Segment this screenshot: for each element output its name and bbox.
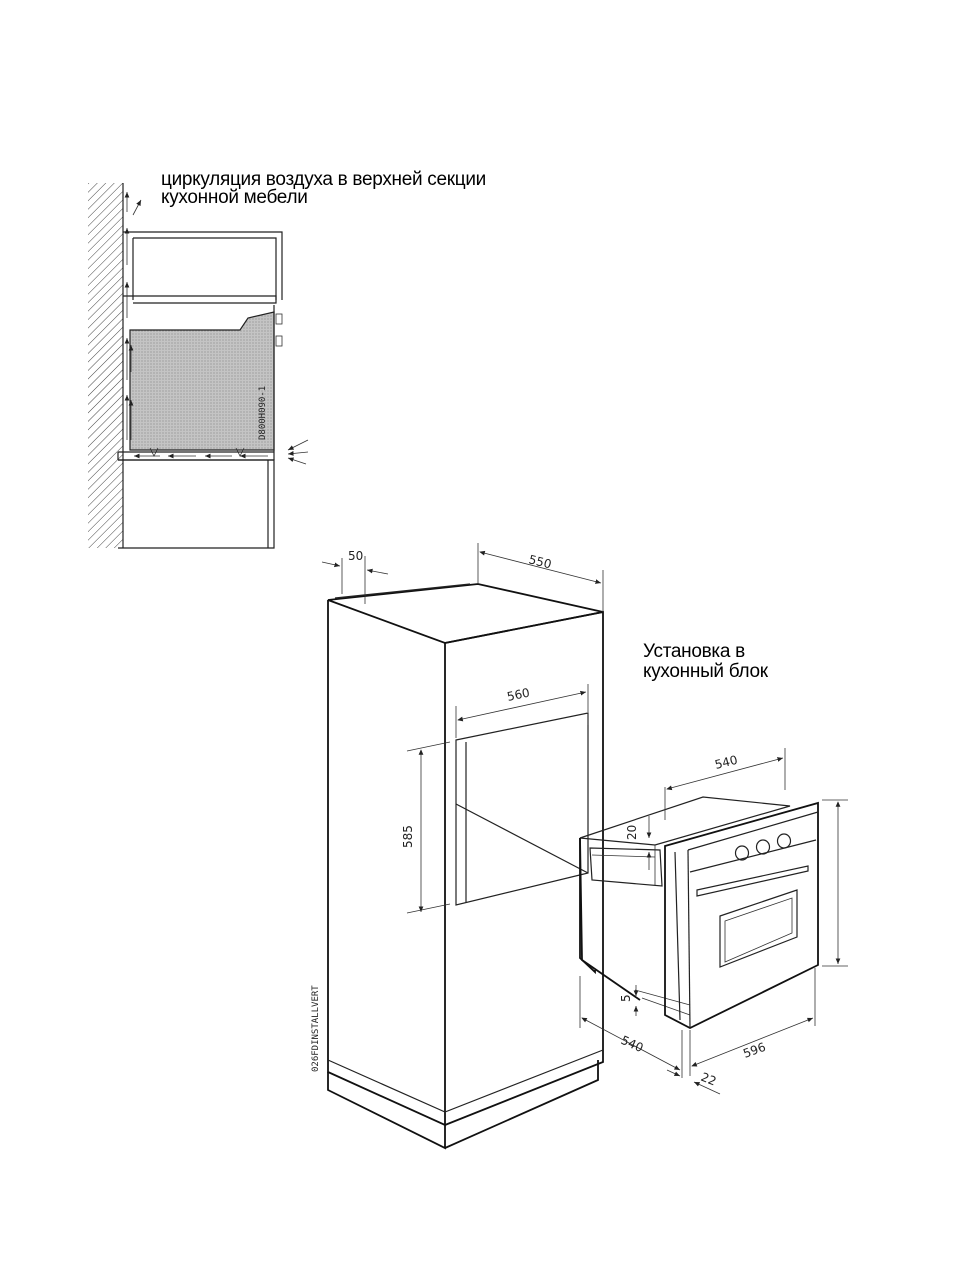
dim-oven-bottom-gap: 5 (619, 994, 633, 1002)
dim-niche-height: 585 (401, 825, 415, 848)
wall-hatch (88, 183, 123, 548)
knob-middle-icon (757, 840, 770, 854)
tall-cabinet: 50 550 560 585 026FDINSTALLVERT (311, 543, 603, 1148)
dim-oven-depth-bottom: 540 (619, 1033, 646, 1055)
dim-oven-width: 596 (741, 1040, 767, 1061)
side-section-view: D800H090-1 (88, 183, 308, 548)
dim-cabinet-offset: 50 (348, 549, 363, 563)
dim-cabinet-depth: 550 (527, 552, 553, 571)
dim-oven-top-gap: 20 (625, 825, 639, 840)
oven-section-fill (130, 312, 274, 450)
side-view-code: D800H090-1 (258, 386, 268, 440)
installation-code: 026FDINSTALLVERT (311, 985, 321, 1072)
oven-unit: 540 20 5 540 596 22 (580, 748, 848, 1094)
dim-niche-width: 560 (506, 685, 531, 703)
dim-oven-depth-top: 540 (713, 753, 739, 772)
knob-left-icon (736, 846, 749, 860)
knob-right-icon (778, 834, 791, 848)
